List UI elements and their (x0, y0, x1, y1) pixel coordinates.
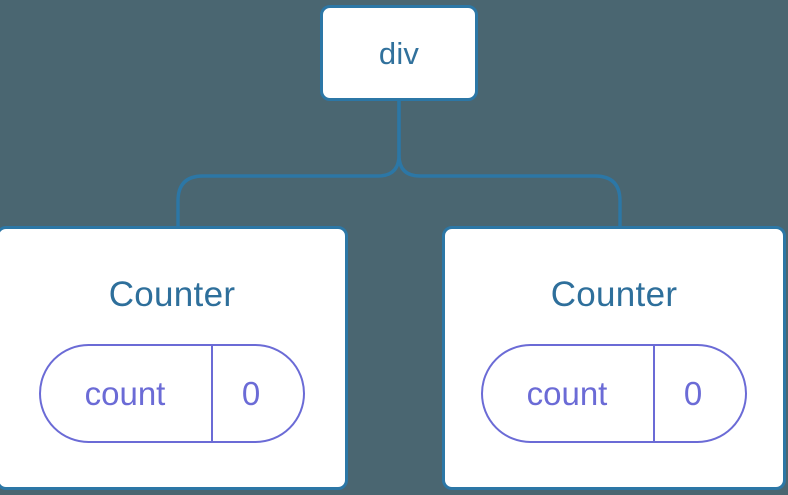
connector-path-left (176, 101, 401, 228)
state-value-left: 0 (241, 375, 261, 412)
node-div-label: div (378, 35, 420, 71)
state-value-right: 0 (683, 375, 703, 412)
node-counter-right-title: Counter (550, 275, 678, 314)
state-pill-right: count 0 (481, 344, 747, 443)
state-pill-left: count 0 (39, 344, 305, 443)
state-key-right: count (483, 346, 655, 441)
node-counter-left-title: Counter (108, 275, 236, 314)
node-div[interactable]: div (320, 5, 478, 101)
node-counter-right[interactable]: Counter count 0 (442, 226, 786, 490)
state-key-left: count (41, 346, 213, 441)
connector-path-right (397, 101, 622, 229)
node-counter-left[interactable]: Counter count 0 (0, 226, 348, 490)
